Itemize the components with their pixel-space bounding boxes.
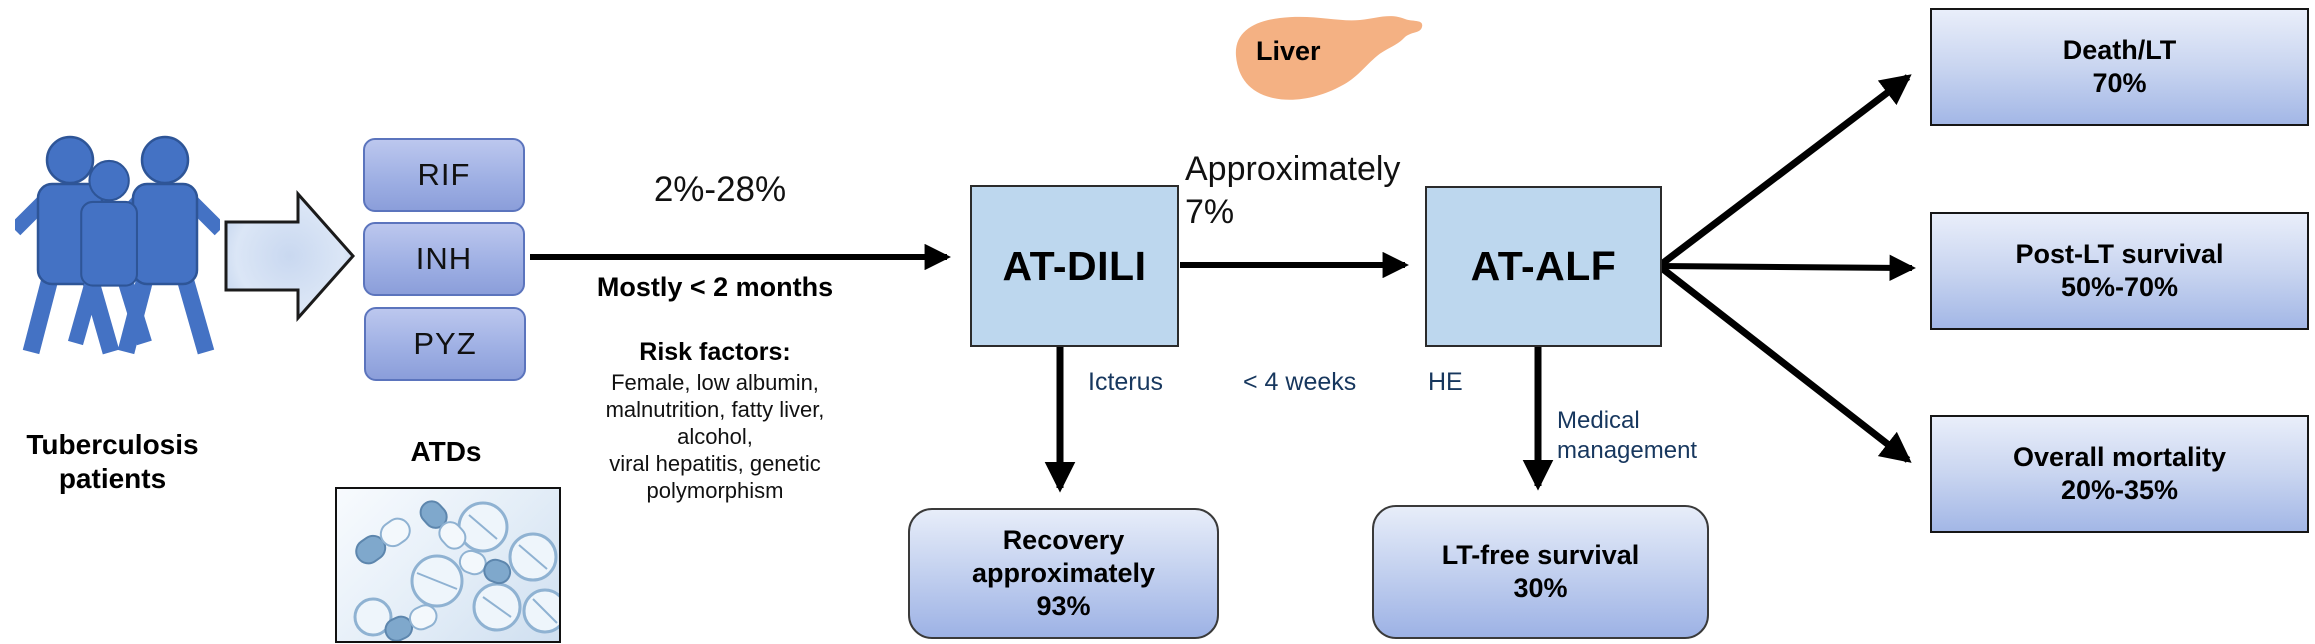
at-alf-label: AT-ALF bbox=[1470, 243, 1617, 289]
liver-icon bbox=[1235, 16, 1423, 100]
arrow-atalf-to-postlt bbox=[1658, 254, 1916, 282]
outcome-post-lt-survival-box: Post-LT survival 50%-70% bbox=[1930, 212, 2309, 330]
at-alf-box: AT-ALF bbox=[1425, 186, 1662, 347]
medical-management-label: Medical management bbox=[1557, 407, 1698, 464]
lt-free-survival-box: LT-free survival 30% bbox=[1372, 505, 1709, 639]
drug-label-rif: RIF bbox=[417, 157, 471, 192]
stage1-duration-label: Mostly < 2 months bbox=[596, 272, 834, 302]
pills-illustration bbox=[353, 500, 568, 642]
atds-label: ATDs bbox=[410, 436, 482, 467]
at-dili-label: AT-DILI bbox=[1002, 242, 1147, 289]
atds-pills-image bbox=[335, 487, 568, 643]
arrow-atalf-to-death bbox=[1656, 74, 1912, 269]
person-icon bbox=[67, 159, 152, 346]
tuberculosis-patients-label: Tuberculosis patients bbox=[26, 429, 199, 494]
risk-factors-block: Risk factors: Female, low albumin, malnu… bbox=[565, 338, 865, 504]
stage2-rate-label: Approximately 7% bbox=[1185, 150, 1401, 231]
drug-box-rif: RIF bbox=[363, 138, 525, 212]
drug-label-inh: INH bbox=[415, 241, 473, 276]
drug-box-inh: INH bbox=[363, 222, 525, 296]
block-arrow-icon bbox=[224, 190, 356, 322]
stage2-duration-label: < 4 weeks bbox=[1243, 368, 1357, 396]
liver-label: Liver bbox=[1256, 36, 1321, 66]
he-label: HE bbox=[1428, 368, 1463, 396]
drug-box-pyz: PYZ bbox=[364, 307, 526, 381]
at-dili-box: AT-DILI bbox=[970, 185, 1179, 347]
drug-label-pyz: PYZ bbox=[413, 326, 477, 361]
risk-factors-body: Female, low albumin, malnutrition, fatty… bbox=[605, 370, 825, 503]
icterus-label: Icterus bbox=[1088, 368, 1164, 396]
outcome-death-lt-box: Death/LT 70% bbox=[1930, 8, 2309, 126]
recovery-box: Recovery approximately 93% bbox=[908, 508, 1219, 639]
tuberculosis-patients-icon bbox=[15, 135, 220, 355]
outcome-overall-mortality-box: Overall mortality 20%-35% bbox=[1930, 415, 2309, 533]
stage1-rate-label: 2%-28% bbox=[653, 170, 787, 209]
risk-factors-title: Risk factors: bbox=[639, 338, 791, 366]
